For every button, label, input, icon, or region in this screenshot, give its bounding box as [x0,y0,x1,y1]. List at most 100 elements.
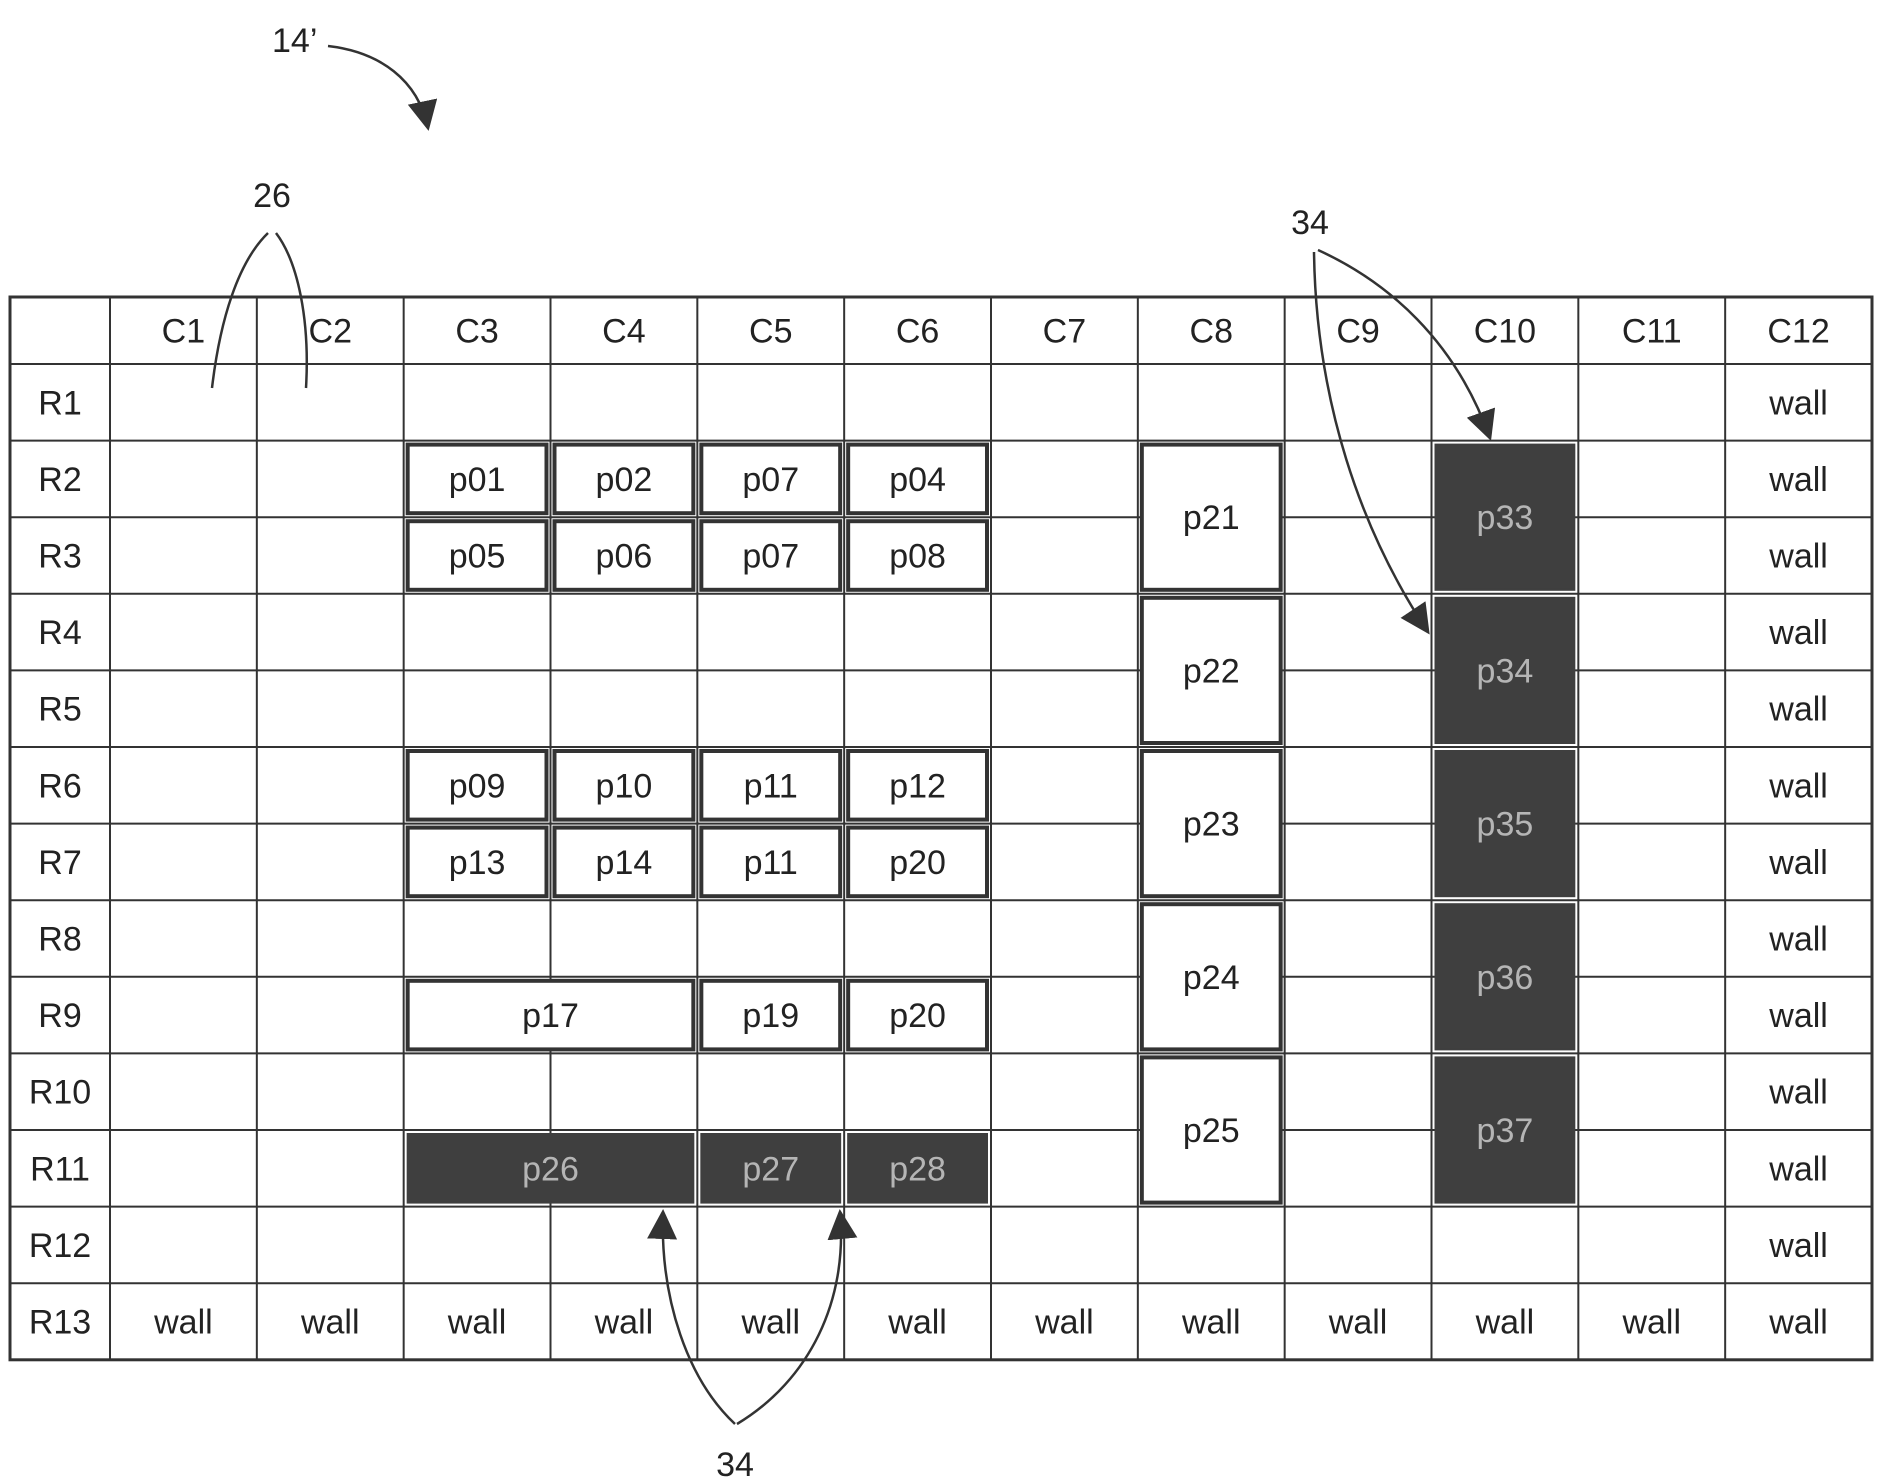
parking-block-label: p04 [889,461,946,499]
row-header-r1: R1 [38,384,81,422]
wall-cell: wall [300,1304,360,1342]
parking-block-label: p08 [889,538,946,576]
parking-block-label: p20 [889,844,946,882]
parking-block-label: p25 [1183,1112,1240,1150]
wall-cell: wall [594,1304,654,1342]
wall-cell: wall [1768,384,1828,422]
shaded-block-ref-arrow-3 [663,1212,735,1424]
column-header-c3: C3 [455,313,498,351]
wall-cell: wall [740,1304,800,1342]
parking-block-label: p07 [742,461,799,499]
parking-block-p01: p01 [408,445,547,514]
row-header-r8: R8 [38,921,81,959]
parking-block-p35-shaded: p35 [1436,751,1575,896]
parking-block-label: p11 [744,844,798,882]
wall-cell: wall [1328,1304,1388,1342]
wall-cell: wall [1768,1227,1828,1265]
parking-block-p37-shaded: p37 [1436,1057,1575,1202]
parking-block-label: p09 [449,767,506,805]
row-header-r10: R10 [29,1074,91,1112]
shaded-block-ref-label-top: 34 [1291,204,1329,242]
parking-block-label: p14 [596,844,653,882]
parking-block-p27-shaded: p27 [701,1134,840,1203]
parking-block-p05: p05 [408,521,547,590]
parking-block-p25: p25 [1142,1057,1281,1202]
parking-block-label: p36 [1477,959,1534,997]
parking-block-p11: p11 [701,828,840,897]
figure-ref-label: 14’ [272,22,317,60]
parking-block-p07: p07 [701,445,840,514]
parking-block-p21: p21 [1142,445,1281,590]
parking-block-p20: p20 [848,981,987,1050]
wall-cell: wall [447,1304,507,1342]
row-header-r2: R2 [38,461,81,499]
parking-block-label: p02 [596,461,653,499]
parking-block-label: p21 [1183,499,1240,537]
parking-block-p07: p07 [701,521,840,590]
parking-block-label: p17 [522,997,579,1035]
column-header-c1: C1 [162,313,205,351]
wall-cell: wall [153,1304,213,1342]
parking-block-label: p23 [1183,806,1240,844]
parking-block-p14: p14 [555,828,694,897]
parking-block-label: p22 [1183,652,1240,690]
column-header-c7: C7 [1043,313,1086,351]
parking-block-label: p37 [1477,1112,1534,1150]
row-header-r3: R3 [38,538,81,576]
parking-block-label: p28 [889,1150,946,1188]
parking-block-p36-shaded: p36 [1436,904,1575,1049]
parking-block-label: p27 [742,1150,799,1188]
parking-block-p13: p13 [408,828,547,897]
column-header-c6: C6 [896,313,939,351]
column-header-c5: C5 [749,313,792,351]
row-header-r7: R7 [38,844,81,882]
wall-cell: wall [1768,997,1828,1035]
parking-block-p28-shaded: p28 [848,1134,987,1203]
figure-ref-arrow [328,46,428,128]
parking-block-p04: p04 [848,445,987,514]
row-header-r5: R5 [38,691,81,729]
parking-block-label: p19 [742,997,799,1035]
parking-block-label: p35 [1477,806,1534,844]
parking-block-label: p11 [744,767,798,805]
wall-cell: wall [887,1304,947,1342]
parking-block-p06: p06 [555,521,694,590]
wall-cell: wall [1475,1304,1535,1342]
parking-block-p33-shaded: p33 [1436,445,1575,590]
parking-block-label: p20 [889,997,946,1035]
column-header-c4: C4 [602,313,645,351]
wall-cell: wall [1768,844,1828,882]
parking-block-p12: p12 [848,751,987,820]
wall-cell: wall [1768,767,1828,805]
wall-cell: wall [1034,1304,1094,1342]
shaded-block-ref-arrow-2 [1314,252,1428,632]
row-header-r11: R11 [30,1150,90,1188]
parking-block-p23: p23 [1142,751,1281,896]
parking-block-label: p33 [1477,499,1534,537]
column-header-c2: C2 [309,313,352,351]
row-header-r13: R13 [29,1304,91,1342]
row-header-r12: R12 [29,1227,91,1265]
parking-block-p26-shaded: p26 [408,1134,694,1203]
column-header-c10: C10 [1474,313,1536,351]
grid-cell-ref-label: 26 [253,177,291,215]
row-header-r4: R4 [38,614,81,652]
parking-block-label: p24 [1183,959,1240,997]
row-header-r6: R6 [38,767,81,805]
wall-cell: wall [1768,614,1828,652]
wall-cell: wall [1768,1150,1828,1188]
column-header-c11: C11 [1622,313,1682,351]
parking-block-label: p05 [449,538,506,576]
wall-cell: wall [1768,538,1828,576]
parking-block-label: p07 [742,538,799,576]
wall-cell: wall [1768,461,1828,499]
parking-block-label: p01 [449,461,506,499]
parking-block-p10: p10 [555,751,694,820]
wall-cell: wall [1181,1304,1241,1342]
parking-block-p22: p22 [1142,598,1281,743]
parking-block-p02: p02 [555,445,694,514]
parking-block-p09: p09 [408,751,547,820]
column-header-c9: C9 [1336,313,1379,351]
wall-cell: wall [1768,1304,1828,1342]
